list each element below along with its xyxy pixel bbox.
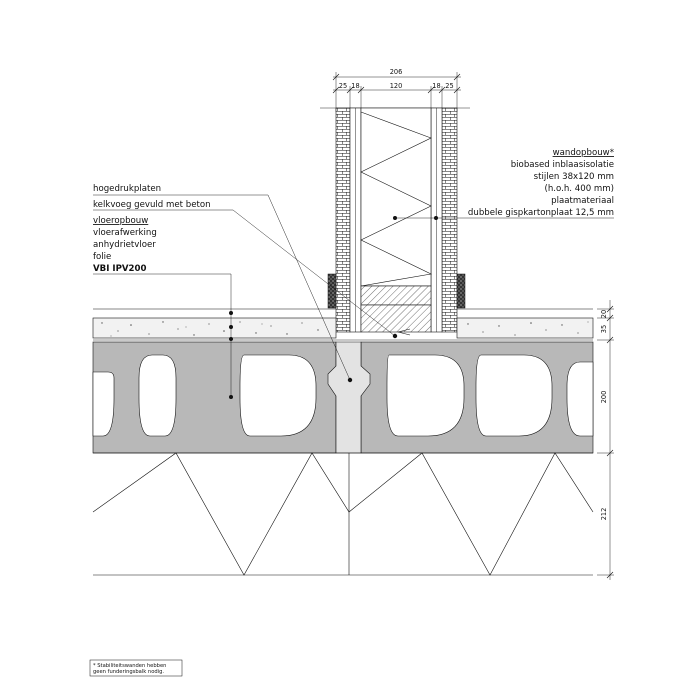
floor-product-label: VBI IPV200 xyxy=(93,264,146,274)
slab-core xyxy=(239,354,317,437)
wall-brick-right xyxy=(441,107,458,333)
wall-buildup-line-1: biobased inblaasisolatie xyxy=(511,160,614,170)
bottom-plate-lower xyxy=(360,304,432,333)
wall-buildup-line-5: dubbele gispkartonplaat 12,5 mm xyxy=(468,208,614,218)
batten-right xyxy=(456,273,466,309)
screed-right xyxy=(456,317,594,339)
leader-lines xyxy=(93,194,614,399)
dim-right-212: 212 xyxy=(600,508,608,521)
insulation-zigzag xyxy=(360,111,432,287)
slab-core xyxy=(475,354,553,437)
timber-frame-wall xyxy=(327,107,466,333)
label-joint-filled: kelkvoeg gevuld met beton xyxy=(93,200,211,210)
hollow-core-slabs xyxy=(92,341,594,454)
dim-right-20: 20 xyxy=(600,310,608,318)
footnote-line-1: * Stabiliteitswanden hebben xyxy=(93,663,166,669)
bottom-plate-top xyxy=(360,285,432,306)
floor-buildup-line-2: anhydrietvloer xyxy=(93,240,156,250)
wall-buildup-line-4: plaatmateriaal xyxy=(551,196,614,206)
slab-core xyxy=(386,354,465,437)
dim-top-part-1: 25 xyxy=(339,82,347,90)
wall-insulation-zone xyxy=(360,107,432,287)
foundation-beam xyxy=(92,452,594,576)
dim-right-35: 35 xyxy=(600,325,608,333)
dim-right-200: 200 xyxy=(600,391,608,404)
floor-buildup-heading: vloeropbouw xyxy=(93,216,148,226)
top-dimension-lines xyxy=(320,72,470,112)
floor-buildup-line-1: vloerafwerking xyxy=(93,228,157,238)
wall-buildup-line-3: (h.o.h. 400 mm) xyxy=(544,184,614,194)
wall-buildup-line-2: stijlen 38x120 mm xyxy=(534,172,614,182)
floor-finish-layers xyxy=(92,308,594,341)
dim-top-total: 206 xyxy=(390,68,403,76)
dim-top-part-3: 120 xyxy=(390,82,403,90)
footnote-line-2: geen funderingsbalk nodig. xyxy=(93,669,164,675)
dim-top-part-5: 25 xyxy=(445,82,453,90)
wall-brick-left xyxy=(335,107,351,333)
slab-core xyxy=(566,361,594,437)
slab-core xyxy=(92,371,115,437)
screed-left xyxy=(92,317,337,339)
wall-buildup-heading: wandopbouw* xyxy=(553,148,615,158)
batten-left xyxy=(327,273,337,309)
slab-core xyxy=(138,354,177,437)
dim-top-part-4: 18 xyxy=(432,82,440,90)
right-dimension-lines xyxy=(597,300,614,580)
floor-buildup-line-3: folie xyxy=(93,252,111,262)
screed-speckles xyxy=(101,321,589,337)
label-hollow-core-slabs: hogedrukplaten xyxy=(93,184,161,194)
footnote-box xyxy=(89,659,183,677)
dim-top-part-2: 18 xyxy=(351,82,359,90)
beam-zigzag xyxy=(92,452,594,576)
